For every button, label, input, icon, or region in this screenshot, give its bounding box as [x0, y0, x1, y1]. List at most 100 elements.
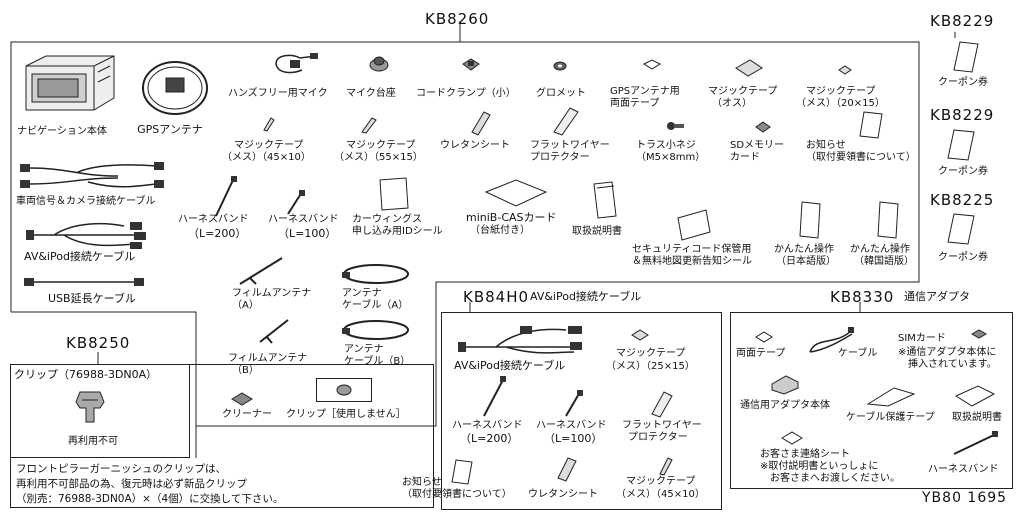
magic-tape-male-label-2: （オス）: [712, 98, 752, 109]
urethane-sheet-icon: [471, 111, 491, 136]
av-harness-200-icon: [483, 376, 506, 417]
flat-wiper-label-2: プロテクター: [530, 152, 590, 163]
av-harness-200-label-2: （L=200）: [460, 432, 519, 445]
adapter-cable-icon: [809, 327, 854, 353]
contact-label-3: お客さまへお渡しください。: [770, 473, 900, 484]
cord-clamp-icon: [462, 58, 480, 71]
sim-label-2: ※通信アダプタ本体に: [898, 347, 997, 358]
code-adapter: KB8330: [830, 288, 895, 306]
carwings-label-1: カーウィングス: [352, 214, 422, 225]
code-coupon-1: KB8229: [930, 12, 995, 30]
diagram-id: YB80 1695: [922, 490, 1008, 506]
sd-card-label-1: SDメモリー: [730, 140, 785, 151]
quick-ko-label-2: （韓国語版）: [854, 256, 914, 267]
bcas-label-1: miniB-CASカード: [466, 211, 557, 224]
adapter-manual-label: 取扱説明書: [952, 412, 1002, 423]
sim-label-1: SIMカード: [898, 333, 946, 344]
code-coupon-3: KB8225: [930, 191, 995, 209]
double-tape-icon: [755, 331, 773, 343]
manual-icon: [593, 181, 617, 219]
coupon-2-icon: [947, 129, 975, 161]
double-tape-label: 両面テープ: [736, 348, 786, 359]
coupon-1-icon: [953, 41, 979, 73]
mt-55-label-2: （メス）（55×15）: [334, 152, 423, 163]
magic-tape-male-icon: [735, 59, 763, 77]
av-flat-label-2: プロテクター: [628, 432, 688, 443]
av-notice-label-2: （取付要領書について）: [402, 489, 512, 500]
code-main: KB8260: [425, 10, 490, 28]
sd-card-icon: [755, 121, 771, 133]
av-notice-label-1: お知らせ: [402, 477, 442, 488]
clip-unused-icon: [336, 384, 352, 396]
gps-tape-label-1: GPSアンテナ用: [610, 86, 680, 97]
av-mt45-icon: [659, 457, 673, 476]
screw-icon: [667, 122, 684, 130]
av-box-cable-icon: [458, 326, 582, 354]
security-label-2: ＆無料地図更新告知シール: [632, 256, 752, 267]
quick-ja-label-2: （日本語版）: [776, 256, 836, 267]
cable-tape-icon: [866, 387, 916, 407]
code-clip: KB8250: [66, 334, 131, 352]
notice-label-2: （取付要領書について）: [806, 152, 916, 163]
contact-label-2: ※取付説明書といっしょに: [760, 461, 879, 472]
film-a-label-1: フィルムアンテナ: [232, 288, 312, 299]
adapter-box: [730, 312, 1013, 489]
magic-tape-female-icon: [838, 65, 852, 75]
mic-base-icon: [369, 56, 389, 72]
vehicle-cable-icon: [20, 162, 164, 188]
adapter-body-icon: [771, 375, 799, 395]
quick-ko-icon: [877, 201, 899, 239]
cleaner-label: クリーナー: [222, 409, 272, 420]
av-mt-label-1: マジックテープ: [616, 348, 686, 359]
harness-100-label-1: ハーネスバンド: [268, 214, 339, 225]
adapter-cable-label: ケーブル: [838, 348, 878, 359]
cleaner-icon: [231, 392, 253, 406]
av-notice-icon: [451, 459, 473, 485]
av-harness-100-label-2: （L=100）: [544, 432, 603, 445]
harness-200-label-2: （L=200）: [188, 227, 247, 240]
gps-antenna-icon: [142, 61, 208, 115]
av-harness-200-label-1: ハーネスバンド: [452, 420, 523, 431]
sim-label-3: 挿入されています。: [908, 359, 997, 370]
contact-label-1: お客さま連絡シート: [760, 449, 850, 460]
mt-45-label-1: マジックテープ: [234, 140, 304, 151]
clip-box: [10, 364, 434, 508]
clip-note-1: フロントピラーガーニッシュのクリップは、: [16, 463, 226, 475]
adapter-box-title: 通信アダプタ: [904, 290, 970, 303]
urethane-sheet-label: ウレタンシート: [440, 140, 510, 151]
screw-label-2: （M5×8mm）: [636, 152, 706, 163]
mt-55-label-1: マジックテープ: [346, 140, 416, 151]
harness-200-label-1: ハーネスバンド: [178, 214, 249, 225]
handsfree-mic-icon: [275, 53, 318, 74]
carwings-label-2: 申し込み用IDシール: [352, 226, 443, 237]
quick-ko-label-1: かんたん操作: [850, 244, 910, 255]
antenna-cable-a-icon: [342, 264, 409, 284]
antenna-cable-b-icon: [342, 320, 409, 340]
av-harness-100-label-1: ハーネスバンド: [536, 420, 607, 431]
screw-label-1: トラス小ネジ: [636, 140, 696, 151]
grommet-label: グロメット: [536, 88, 586, 99]
harness-200-icon: [215, 176, 237, 217]
code-av-cable: KB84H0: [463, 288, 530, 306]
av-urethane-label: ウレタンシート: [528, 489, 598, 500]
bcas-icon: [484, 179, 548, 207]
av-mt-icon: [631, 329, 649, 341]
film-antenna-b-icon: [259, 319, 289, 344]
adapter-body-label: 通信用アダプタ本体: [740, 400, 830, 411]
quick-ja-label-1: かんたん操作: [774, 244, 834, 255]
handsfree-mic-label: ハンズフリー用マイク: [228, 88, 328, 99]
av-flat-label-1: フラットワイヤー: [622, 420, 702, 431]
cord-clamp-label: コードクランプ（小）: [416, 88, 516, 99]
av-harness-100-icon: [565, 390, 583, 417]
magic-tape-female-label-2: （メス）（20×15）: [796, 98, 885, 109]
ant-cable-a-label-1: アンテナ: [342, 288, 382, 299]
sd-card-label-2: カード: [730, 152, 760, 163]
code-coupon-2: KB8229: [930, 106, 995, 124]
coupon-2-label: クーポン券: [938, 166, 988, 177]
nav-unit-icon: [25, 55, 115, 111]
grommet-icon: [553, 61, 567, 71]
mt-55-icon: [361, 117, 377, 134]
adapter-harness-label: ハーネスバンド: [928, 464, 999, 475]
av-cable-box: [441, 312, 722, 510]
